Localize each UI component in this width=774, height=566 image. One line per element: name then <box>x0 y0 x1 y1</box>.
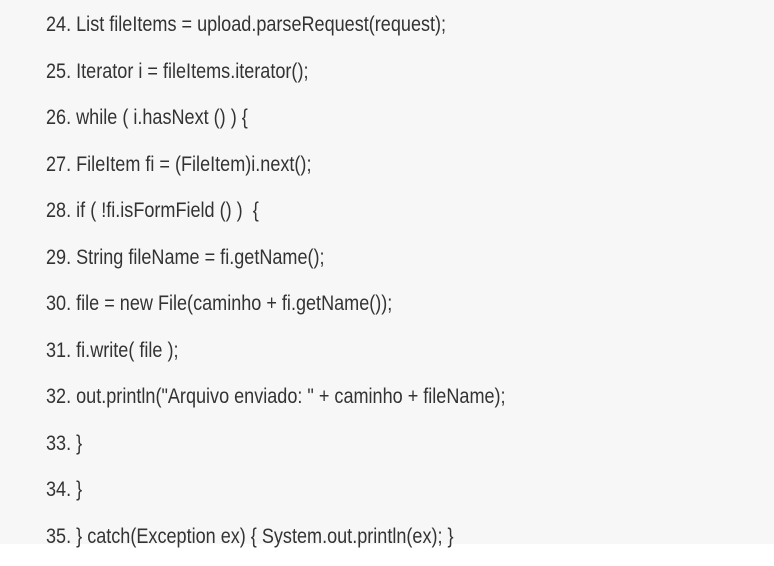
line-text: List fileItems = upload.parseRequest(req… <box>76 13 446 36</box>
line-number: 25. <box>46 60 71 83</box>
code-line: 33. } <box>46 427 506 474</box>
code-line: 25. Iterator i = fileItems.iterator(); <box>46 55 506 102</box>
code-line: 30. file = new File(caminho + fi.getName… <box>46 287 506 334</box>
line-text: Iterator i = fileItems.iterator(); <box>76 60 308 83</box>
line-number: 24. <box>46 13 71 36</box>
line-number: 32. <box>46 385 71 408</box>
line-number: 27. <box>46 153 71 176</box>
line-number: 29. <box>46 246 71 269</box>
code-line: 28. if ( !fi.isFormField () ) { <box>46 194 506 241</box>
line-text: if ( !fi.isFormField () ) { <box>76 199 259 222</box>
line-number: 26. <box>46 106 71 129</box>
line-text: } catch(Exception ex) { System.out.print… <box>76 525 453 548</box>
line-text: out.println("Arquivo enviado: " + caminh… <box>76 385 505 408</box>
code-line: 24. List fileItems = upload.parseRequest… <box>46 8 506 55</box>
code-line: 26. while ( i.hasNext () ) { <box>46 101 506 148</box>
code-line: 29. String fileName = fi.getName(); <box>46 241 506 288</box>
code-line: 34. } <box>46 473 506 520</box>
code-line: 32. out.println("Arquivo enviado: " + ca… <box>46 380 506 427</box>
line-text: } <box>76 432 82 455</box>
line-number: 33. <box>46 432 71 455</box>
line-text: while ( i.hasNext () ) { <box>76 106 248 129</box>
code-block: 24. List fileItems = upload.parseRequest… <box>0 0 774 544</box>
line-text: file = new File(caminho + fi.getName()); <box>76 292 392 315</box>
line-text: } <box>76 478 82 501</box>
code-line: 31. fi.write( file ); <box>46 334 506 381</box>
line-number: 28. <box>46 199 71 222</box>
line-number: 35. <box>46 525 71 548</box>
code-line: 27. FileItem fi = (FileItem)i.next(); <box>46 148 506 195</box>
code-line: 35. } catch(Exception ex) { System.out.p… <box>46 520 506 566</box>
line-text: fi.write( file ); <box>76 339 178 362</box>
line-number: 31. <box>46 339 71 362</box>
line-number: 30. <box>46 292 71 315</box>
line-text: FileItem fi = (FileItem)i.next(); <box>76 153 311 176</box>
code-lines: 24. List fileItems = upload.parseRequest… <box>46 8 580 566</box>
line-number: 34. <box>46 478 71 501</box>
line-text: String fileName = fi.getName(); <box>76 246 324 269</box>
